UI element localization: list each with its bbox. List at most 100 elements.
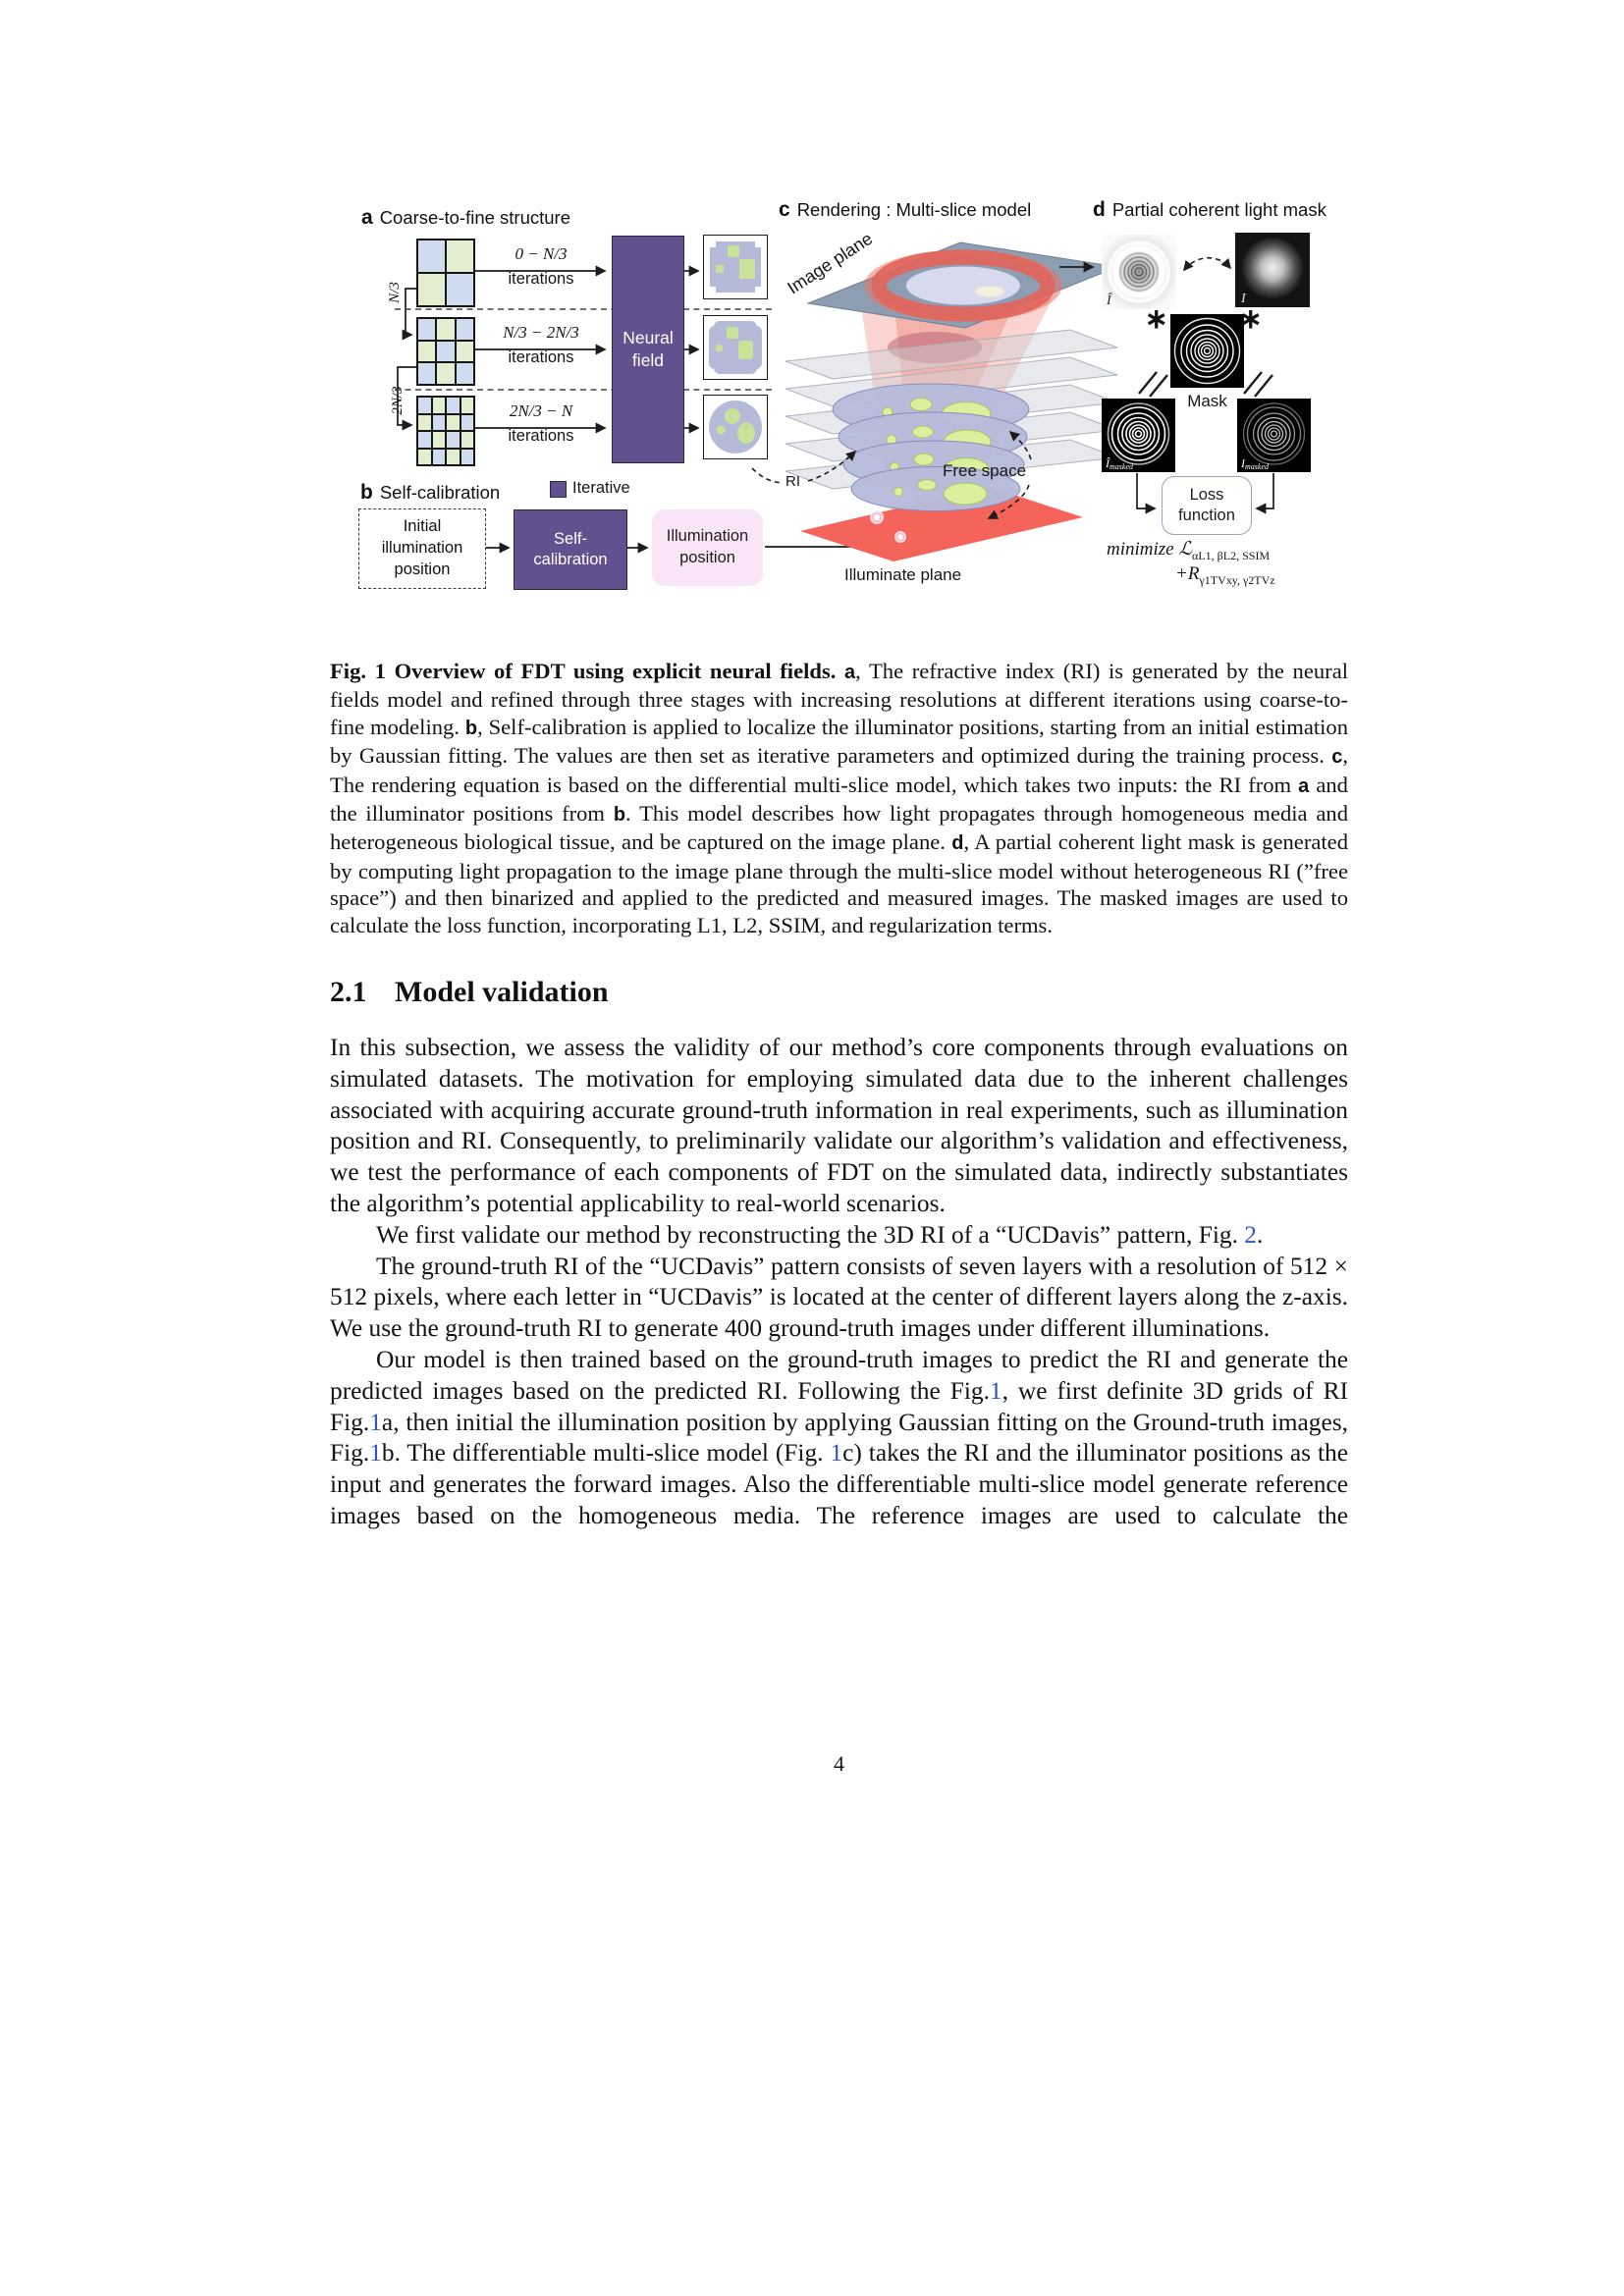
iterations-label-2: N/3 − 2N/3 iterations [503, 323, 579, 366]
text-segment: . This model describes how light propaga… [330, 801, 1348, 855]
text-segment: In this subsection, we assess the validi… [330, 1034, 1348, 1217]
panel-d-arrows [1059, 261, 1274, 514]
grid-cell [447, 240, 473, 272]
initial-illumination-box: Initial illumination position [358, 508, 486, 589]
free-space-label: Free space [943, 461, 1027, 480]
dashed-annotations [751, 256, 1232, 519]
paragraph: Our model is then trained based on the g… [330, 1345, 1348, 1532]
grid-cell [447, 449, 460, 464]
figure-1-graphic [395, 241, 1274, 561]
grid-cell [418, 341, 436, 362]
axis-label-n3: N/3 [387, 282, 403, 303]
ri-label: RI [785, 473, 800, 490]
grid-cell [460, 398, 473, 413]
figure-reference-link[interactable]: 1 [369, 1439, 382, 1468]
figure-caption: Fig. 1 Overview of FDT using explicit ne… [330, 658, 1348, 938]
figure-reference-link[interactable]: 1 [989, 1376, 1002, 1405]
iterative-legend-swatch [550, 481, 567, 498]
image-plane-shape [806, 241, 1119, 329]
panel-a-letter: a [361, 206, 373, 229]
figure-reference-link[interactable]: 1 [830, 1439, 843, 1468]
illuminate-plane-label: Illuminate plane [844, 565, 962, 584]
text-segment: Our model is then trained based on the g… [330, 1345, 1348, 1405]
convolve-star-left: ∗ [1145, 303, 1168, 334]
grid-cell [460, 449, 473, 464]
grid-cell [418, 240, 445, 272]
predicted-masked-tile: Îmasked [1102, 399, 1175, 472]
grid-cell [460, 432, 473, 448]
mask-label: Mask [1187, 392, 1227, 410]
illuminator-dots [870, 510, 906, 543]
text-segment: b. The differentiable multi-slice model … [381, 1439, 831, 1468]
measured-image-tile: I [1235, 233, 1310, 307]
text-segment: d [951, 832, 964, 855]
paragraph: The ground-truth RI of the “UCDavis” pat… [330, 1252, 1348, 1345]
grid-cell [447, 432, 460, 448]
page-number: 4 [834, 1751, 844, 1776]
paragraph: In this subsection, we assess the validi… [330, 1033, 1348, 1220]
grid-cell [456, 341, 473, 362]
text-segment: and the illuminator positions from [330, 772, 1348, 827]
grid-cell [437, 319, 455, 340]
grid-cell [460, 414, 473, 430]
grid-cell [447, 398, 460, 413]
convolve-star-right: ∗ [1239, 303, 1263, 334]
panel-b-letter: b [360, 481, 373, 504]
grid-cell [418, 363, 436, 384]
mid-grid-3x3 [416, 317, 475, 386]
grid-cell [447, 274, 473, 305]
grid-cell [418, 319, 436, 340]
panel-a-arrows [397, 265, 700, 434]
text-segment: Fig. 1 Overview of FDT using explicit ne… [330, 659, 845, 683]
text-segment: . [1256, 1220, 1264, 1249]
text-segment: b [613, 804, 626, 827]
text-segment: , A partial coherent light mask is gener… [330, 829, 1348, 937]
ri-output-fine [703, 395, 768, 459]
predicted-masked-label: Îmasked [1105, 456, 1134, 471]
iterations-label-1: 0 − N/3 iterations [508, 244, 574, 288]
figure-reference-link[interactable]: 2 [1244, 1220, 1257, 1249]
measured-masked-label: Imasked [1240, 456, 1270, 471]
regularizer-formula: +Rγ1TVxy, γ2TVz [1175, 563, 1275, 587]
grid-cell [456, 363, 473, 384]
text-segment: b [464, 717, 478, 739]
iterations-label-3: 2N/3 − N iterations [508, 401, 574, 445]
grid-cell [418, 398, 431, 413]
axis-label-2n3: 2N/3 [390, 386, 406, 415]
figure-reference-link[interactable]: 1 [369, 1408, 382, 1436]
grid-cell [456, 319, 473, 340]
ri-output-coarse [703, 235, 768, 299]
grid-cell [418, 414, 431, 430]
text-segment: a [1298, 774, 1310, 797]
grid-cell [447, 414, 460, 430]
text-segment: The ground-truth RI of the “UCDavis” pat… [330, 1252, 1348, 1343]
text-segment: , Self-calibration is applied to localiz… [330, 714, 1348, 769]
grid-cell [437, 341, 455, 362]
panel-c-letter: c [779, 198, 790, 221]
minimize-formula: minimize ℒαL1, βL2, SSIM [1107, 539, 1271, 562]
body-text: In this subsection, we assess the validi… [330, 1033, 1348, 1532]
text-segment: a, then initial the illumination positio… [330, 1408, 1348, 1468]
grid-cell [432, 449, 445, 464]
text-segment: , The refractive index (RI) is generated… [330, 659, 1348, 739]
binarize-equal-marks [1138, 371, 1273, 398]
grid-cell [418, 432, 431, 448]
text-segment: a [844, 662, 856, 683]
measured-image-label: I [1240, 292, 1247, 306]
fine-grid-4x4 [416, 396, 475, 466]
ri-output-mid [703, 315, 768, 380]
mask-tile [1170, 314, 1244, 388]
iterative-legend-label: Iterative [572, 479, 630, 497]
predicted-image-tile: Î [1102, 235, 1176, 309]
panel-d-letter: d [1093, 198, 1106, 221]
grid-cell [418, 274, 445, 305]
grid-cell [432, 398, 445, 413]
